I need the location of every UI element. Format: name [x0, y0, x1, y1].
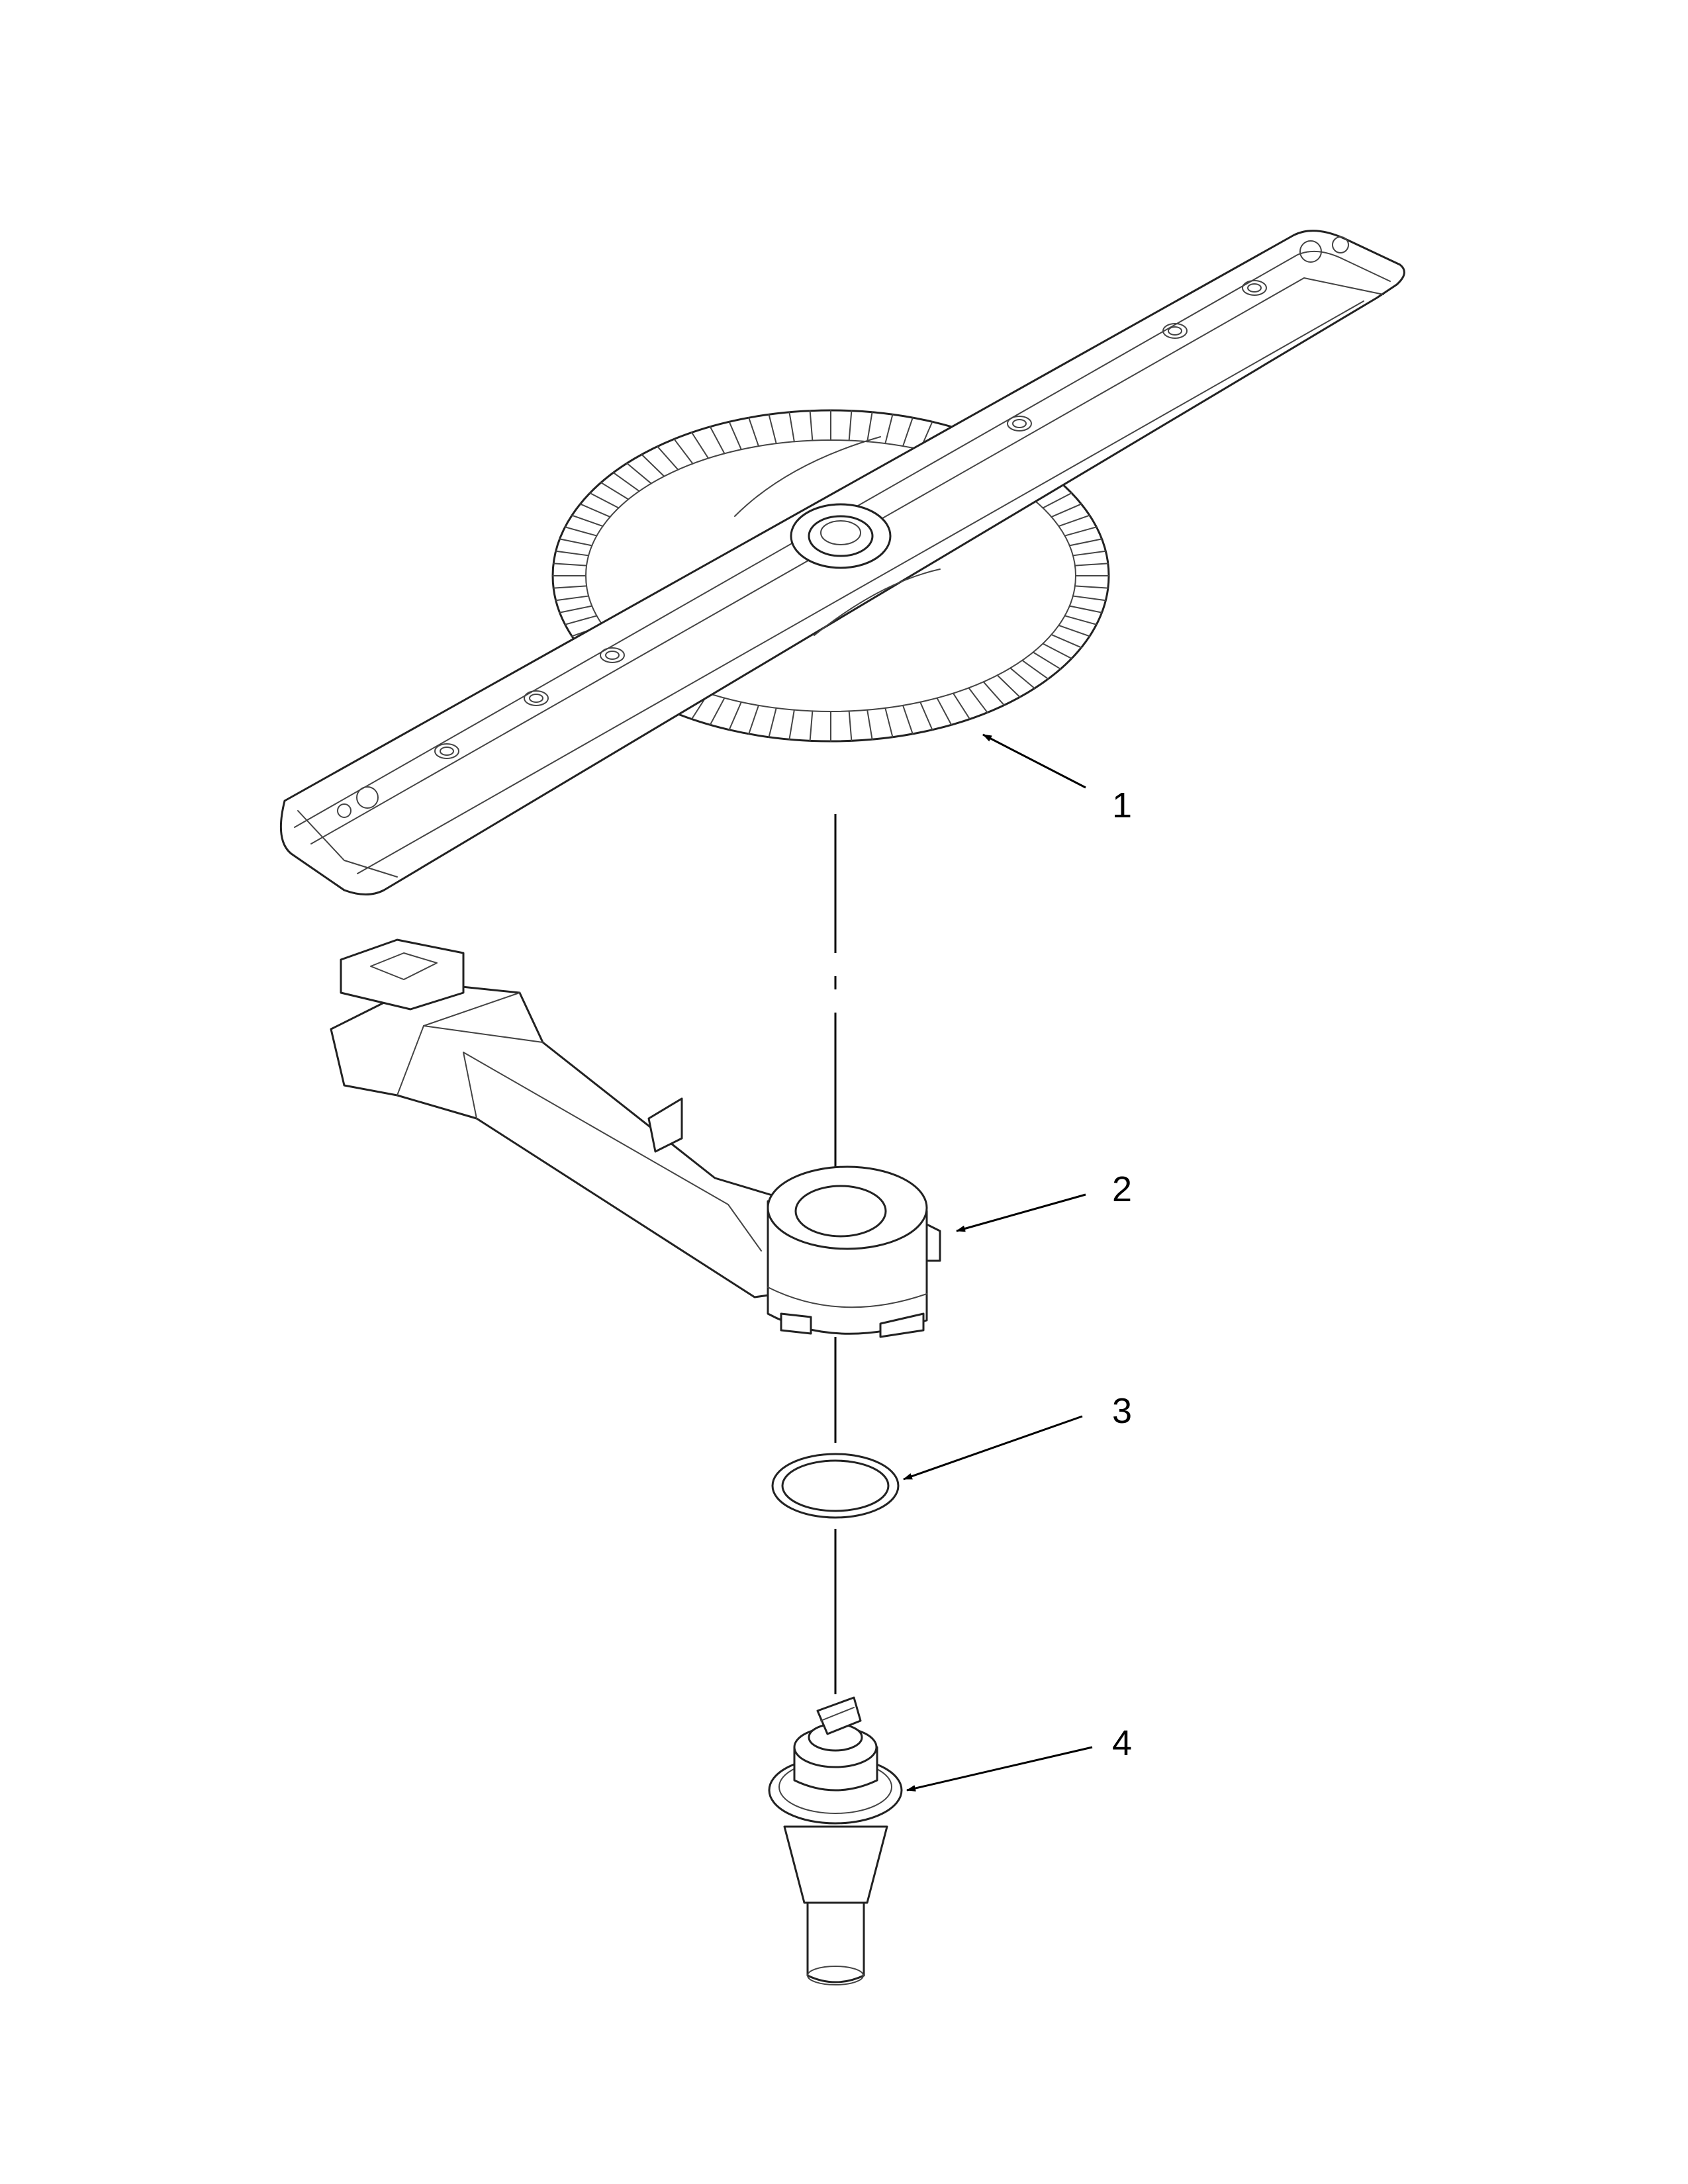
gear-tooth — [709, 426, 726, 455]
nozzle — [1242, 280, 1267, 296]
gear-tooth — [555, 550, 590, 557]
gear-tooth — [1064, 526, 1098, 537]
callout-label-3: 3 — [1112, 1391, 1132, 1431]
nozzle — [434, 743, 459, 759]
gear-tooth — [1068, 538, 1103, 547]
gear-tooth — [1051, 503, 1082, 518]
gear-tooth — [673, 438, 694, 465]
gear-tooth — [1074, 585, 1109, 589]
gear-tooth — [657, 445, 679, 471]
gear-tooth — [589, 492, 620, 509]
gear-tooth — [1021, 659, 1049, 680]
gear-tooth — [564, 615, 598, 625]
gear-tooth — [748, 417, 759, 447]
gear-tooth — [1009, 667, 1035, 690]
gear-tooth — [1072, 595, 1107, 602]
gear-tooth — [559, 538, 593, 547]
nozzle — [1162, 323, 1188, 339]
spray-arm-body — [279, 230, 1405, 895]
gear-tooth — [848, 410, 853, 441]
gear-tooth — [1068, 605, 1103, 614]
leader-4 — [906, 1746, 1093, 1792]
gear-tooth — [612, 472, 640, 492]
gear-tooth — [559, 605, 593, 614]
leader-3 — [903, 1415, 1083, 1480]
callout-label-2: 2 — [1112, 1169, 1132, 1209]
gear-tooth — [788, 411, 795, 443]
gear-tooth — [809, 410, 814, 441]
gear-tooth — [1064, 615, 1098, 625]
gear-tooth — [884, 414, 894, 445]
nozzle — [524, 690, 549, 706]
leader-1 — [982, 733, 1086, 789]
gear-tooth — [768, 707, 777, 738]
gear-tooth — [936, 697, 953, 726]
gear-tooth — [884, 707, 894, 738]
gear-tooth — [982, 681, 1005, 706]
gear-tooth — [867, 411, 873, 443]
gear-tooth — [1042, 643, 1072, 659]
gear-tooth — [1058, 624, 1090, 637]
callout-label-4: 4 — [1112, 1723, 1132, 1763]
gear-tooth — [1032, 651, 1062, 670]
gear-tooth — [691, 432, 709, 459]
nozzle — [600, 647, 625, 663]
gear-tooth — [626, 462, 652, 484]
gear-tooth — [1074, 563, 1109, 567]
leader-2 — [956, 1193, 1086, 1232]
gear-tooth — [555, 595, 590, 602]
gear-tooth — [919, 701, 933, 731]
gear-tooth — [553, 585, 588, 589]
gear-tooth — [953, 692, 970, 720]
gear-tooth — [571, 514, 604, 527]
part-3-o-ring — [771, 1453, 900, 1519]
gear-tooth — [1042, 492, 1072, 509]
gear-tooth — [641, 453, 665, 477]
gear-tooth — [553, 563, 588, 567]
gear-tooth — [902, 704, 914, 735]
gear-tooth — [968, 687, 988, 713]
part-4-bearing — [768, 1696, 903, 1985]
nozzle — [1007, 416, 1032, 432]
gear-tooth — [600, 482, 630, 500]
gear-tooth — [748, 704, 759, 735]
gear-tooth — [788, 709, 795, 741]
callout-label-1: 1 — [1112, 786, 1132, 825]
gear-tooth — [579, 503, 611, 518]
gear-tooth — [728, 701, 742, 731]
callout-leaders — [903, 733, 1093, 1792]
gear-tooth — [809, 710, 814, 742]
gear-tooth — [848, 710, 853, 742]
gear-tooth — [1058, 514, 1090, 527]
part-1-spray-arm — [279, 230, 1405, 895]
gear-tooth — [709, 697, 726, 726]
gear-tooth — [902, 417, 914, 447]
gear-tooth — [768, 414, 777, 445]
gear-tooth — [867, 709, 873, 741]
gear-tooth — [728, 421, 742, 451]
part-2-supply-tube — [330, 938, 941, 1338]
gear-tooth — [564, 526, 598, 537]
gear-tooth — [1051, 633, 1082, 649]
gear-tooth — [996, 674, 1021, 698]
gear-tooth — [1072, 550, 1107, 557]
